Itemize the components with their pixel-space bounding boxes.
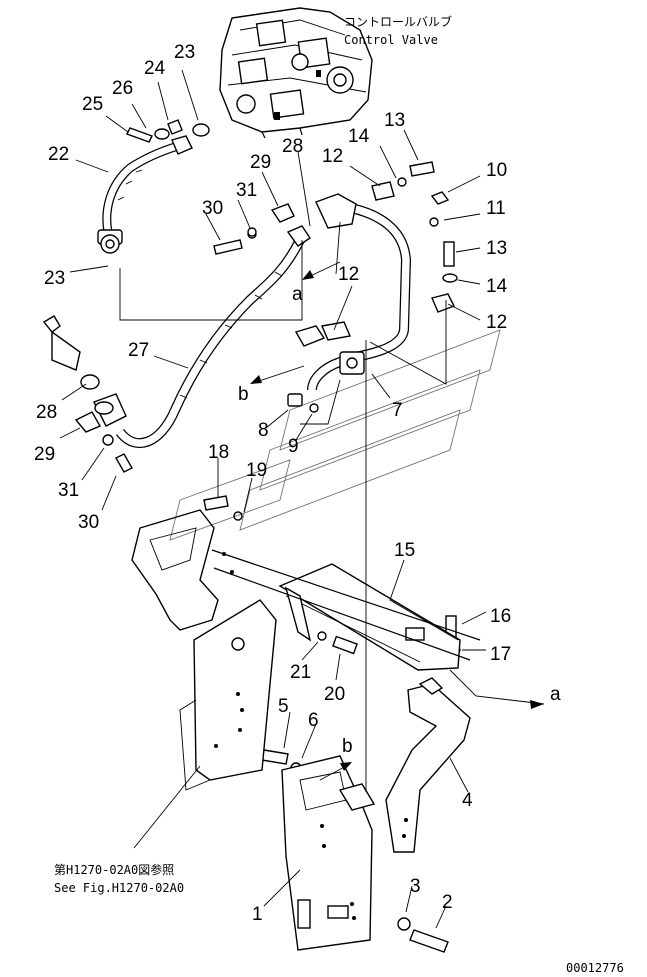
frame-bar xyxy=(211,549,481,661)
marker-a-1: a xyxy=(292,284,303,305)
part-number-5: 5 xyxy=(278,696,289,717)
part-number-16: 16 xyxy=(490,606,511,627)
reference-note-jp: 第H1270-02A0図参照 xyxy=(54,862,174,877)
part-number-12b: 12 xyxy=(338,264,359,285)
part-number-21: 21 xyxy=(290,662,311,683)
part-number-12a: 12 xyxy=(322,146,343,167)
part-number-2: 2 xyxy=(442,892,453,913)
bracket-15 xyxy=(278,563,461,671)
part-number-12c: 12 xyxy=(486,312,507,333)
part-number-23b: 23 xyxy=(44,268,65,289)
bracket-1 xyxy=(281,755,376,951)
part-number-6: 6 xyxy=(308,710,319,731)
part-number-3: 3 xyxy=(410,876,421,897)
control-valve-label-en: Control Valve xyxy=(344,33,438,47)
part-number-30b: 30 xyxy=(202,198,223,219)
part-number-28: 28 xyxy=(36,402,57,423)
part-number-13a: 13 xyxy=(384,110,405,131)
part-number-13b: 13 xyxy=(486,238,507,259)
part-number-29b: 29 xyxy=(250,152,271,173)
reference-note-en: See Fig.H1270-02A0 xyxy=(54,881,184,895)
part-number-25: 25 xyxy=(82,94,103,115)
leader-lines xyxy=(59,69,487,929)
watermark-symbol xyxy=(169,329,501,541)
part-number-10: 10 xyxy=(486,160,507,181)
pipe-7 xyxy=(294,181,455,391)
control-valve xyxy=(219,7,373,139)
control-valve-label-jp: コントロールバルブ xyxy=(344,14,452,29)
part-number-29: 29 xyxy=(34,444,55,465)
part-number-31b: 31 xyxy=(236,180,257,201)
part-number-22: 22 xyxy=(48,144,69,165)
marker-a-2: a xyxy=(550,684,561,705)
marker-b-1: b xyxy=(238,384,249,405)
part-number-31: 31 xyxy=(58,480,79,501)
part-number-4: 4 xyxy=(462,790,473,811)
part-number-19: 19 xyxy=(246,460,267,481)
arrows xyxy=(250,261,545,781)
part-number-20: 20 xyxy=(324,684,345,705)
part-number-7: 7 xyxy=(392,400,403,421)
part-number-8: 8 xyxy=(258,420,269,441)
part-number-30: 30 xyxy=(78,512,99,533)
part-number-14b: 14 xyxy=(486,276,508,297)
hose-27 xyxy=(42,203,311,473)
part-number-18: 18 xyxy=(208,442,229,463)
part-number-14a: 14 xyxy=(348,126,370,147)
part-number-1: 1 xyxy=(252,904,263,925)
part-number-26: 26 xyxy=(112,78,133,99)
part-number-27: 27 xyxy=(128,340,149,361)
part-number-17: 17 xyxy=(490,644,511,665)
part-number-28b: 28 xyxy=(282,136,303,157)
bracket-left xyxy=(131,509,277,791)
hose-22 xyxy=(97,119,210,254)
part-number-9: 9 xyxy=(288,436,299,457)
part-number-23: 23 xyxy=(174,42,195,63)
part-number-24: 24 xyxy=(144,58,166,79)
bracket-4 xyxy=(385,677,471,853)
part-number-11: 11 xyxy=(486,198,506,219)
part-number-15: 15 xyxy=(394,540,415,561)
marker-b-2: b xyxy=(342,736,353,757)
part-labels: 23 24 26 25 22 23 27 28 29 31 30 28 29 3… xyxy=(34,42,561,925)
drawing-number: 00012776 xyxy=(566,961,624,975)
